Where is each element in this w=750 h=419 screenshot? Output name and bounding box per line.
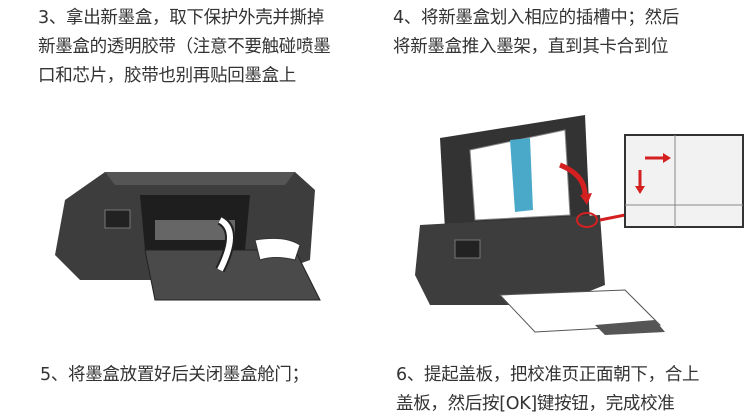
step-3-text: 3、拿出新墨盒，取下保护外壳并撕掉 新墨盒的透明胶带（注意不要触碰喷墨 口和芯片… [38, 4, 331, 91]
text-line: 3、拿出新墨盒，取下保护外壳并撕掉 [38, 8, 325, 28]
step-4-text: 4、将新墨盒划入相应的插槽中；然后 将新墨盒推入墨架，直到其卡合到位 [393, 4, 679, 62]
printer-open-door-illustration [55, 172, 321, 301]
text-line: 5、将墨盒放置好后关闭墨盒舱门； [40, 365, 309, 385]
text-line: 6、提起盖板，把校准页正面朝下，合上 [396, 365, 700, 385]
step-5-text: 5、将墨盒放置好后关闭墨盒舱门； [40, 361, 309, 390]
text-line: 口和芯片，胶带也别再贴回墨盒上 [38, 66, 296, 86]
text-line: 将新墨盒推入墨架，直到其卡合到位 [393, 37, 669, 57]
printer-insert-page-illustration [415, 115, 744, 335]
step-6-text: 6、提起盖板，把校准页正面朝下，合上 盖板，然后按[OK]键按钮，完成校准 [396, 361, 700, 419]
text-line: 新墨盒的透明胶带（注意不要触碰喷墨 [38, 37, 331, 57]
text-line: 盖板，然后按[OK]键按钮，完成校准 [396, 394, 675, 414]
text-line: 4、将新墨盒划入相应的插槽中；然后 [393, 8, 680, 28]
